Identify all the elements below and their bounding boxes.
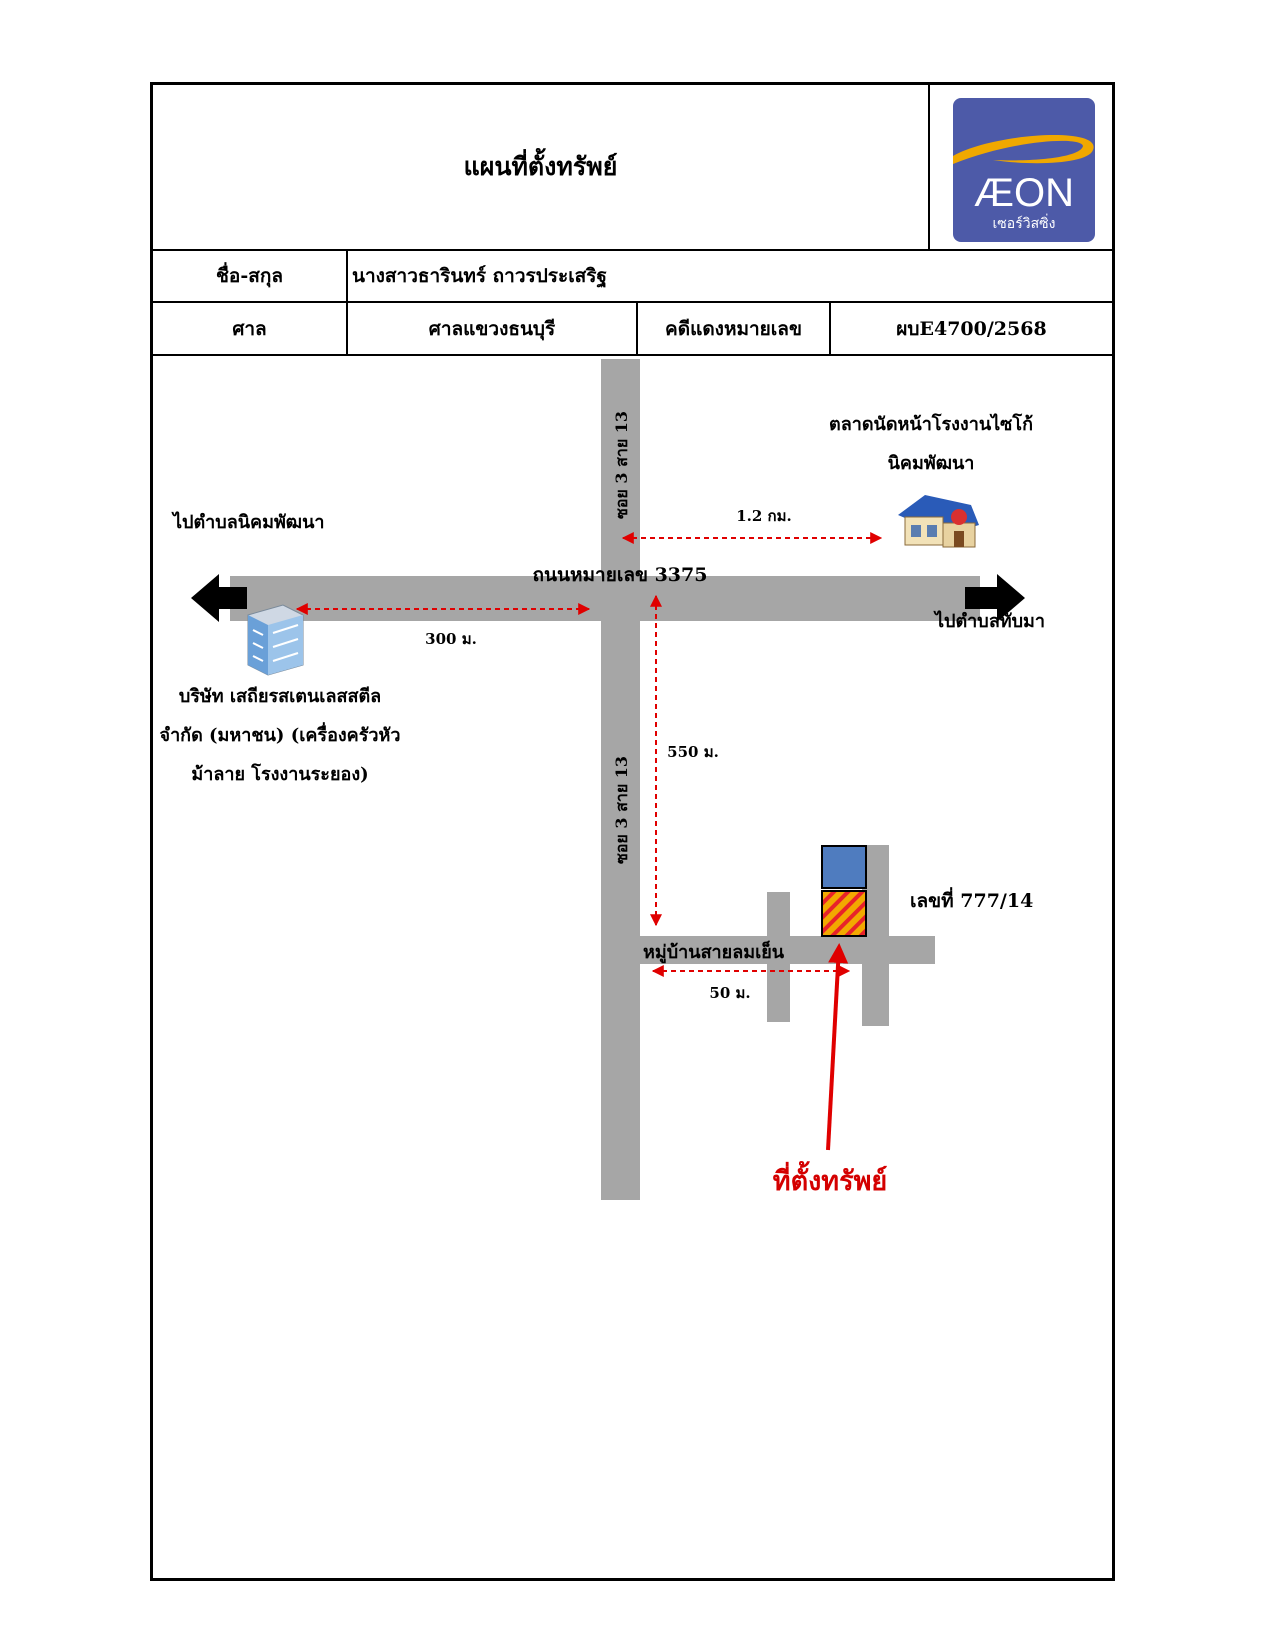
property-location-label: ที่ตั้งทรัพย์ — [773, 1160, 887, 1197]
company-label-line1: บริษัท เสถียรสเตนเลสสตีล — [179, 686, 381, 707]
soi-lower-label: ซอย 3 สาย 13 — [612, 756, 631, 864]
logo-subtitle: เซอร์วิสซิ่ง — [993, 214, 1056, 232]
soi-upper-label: ซอย 3 สาย 13 — [612, 411, 631, 519]
distance-label-market: 1.2 กม. — [736, 507, 792, 525]
main-road-label: ถนนหมายเลข 3375 — [533, 564, 708, 586]
company-label-line2: จำกัด (มหาชน) (เครื่องครัวหัว — [160, 722, 401, 746]
market-label-line1: ตลาดนัดหน้าโรงงานไซโก้ — [829, 413, 1033, 435]
logo-brand: ÆON — [974, 171, 1074, 215]
aeon-logo: ÆON เซอร์วิสซิ่ง — [953, 98, 1095, 242]
property-plot — [821, 890, 867, 937]
arrow-right-icon — [965, 574, 1025, 622]
distance-label-soi: 550 ม. — [667, 743, 719, 761]
name-value: นางสาวธารินทร์ ถาวรประเสริฐ — [352, 265, 607, 287]
right-direction-label: ไปตำบลทับมา — [933, 610, 1045, 632]
village-road-label: หมู่บ้านสายลมเย็น — [643, 940, 785, 964]
map-document: แผนที่ตั้งทรัพย์ ÆON เซอร์วิสซิ่ง ชื่อ-ส… — [150, 82, 1115, 1581]
divider — [829, 303, 831, 354]
house-number-label: เลขที่ 777/14 — [910, 887, 1033, 912]
name-label: ชื่อ-สกุล — [216, 265, 283, 287]
distance-label-company: 300 ม. — [425, 630, 477, 648]
distance-label-village: 50 ม. — [709, 984, 750, 1002]
soi-road — [601, 359, 640, 1200]
house-block — [821, 845, 867, 889]
market-building-icon — [898, 495, 979, 548]
divider — [153, 249, 1112, 251]
divider — [928, 85, 930, 249]
case-label: คดีแดงหมายเลข — [665, 317, 802, 340]
case-value: ผบE4700/2568 — [896, 317, 1047, 340]
logo-swoosh — [953, 135, 1094, 164]
arrow-left-icon — [191, 574, 247, 622]
company-building-icon — [247, 604, 304, 676]
court-value: ศาลแขวงธนบุรี — [428, 317, 556, 340]
left-direction-label: ไปตำบลนิคมพัฒนา — [171, 511, 324, 533]
side-lane — [767, 892, 790, 1022]
divider — [346, 251, 348, 354]
divider — [153, 301, 1112, 303]
court-label: ศาล — [232, 317, 267, 340]
market-label-line2: นิคมพัฒนา — [888, 453, 975, 474]
divider — [636, 303, 638, 354]
page-title: แผนที่ตั้งทรัพย์ — [463, 152, 618, 181]
divider — [153, 354, 1112, 356]
location-map: ถนนหมายเลข 3375 ซอย 3 สาย 13 ซอย 3 สาย 1… — [160, 359, 1045, 1200]
company-label-line3: ม้าลาย โรงงานระยอง) — [191, 763, 368, 785]
property-pointer — [826, 943, 849, 1151]
